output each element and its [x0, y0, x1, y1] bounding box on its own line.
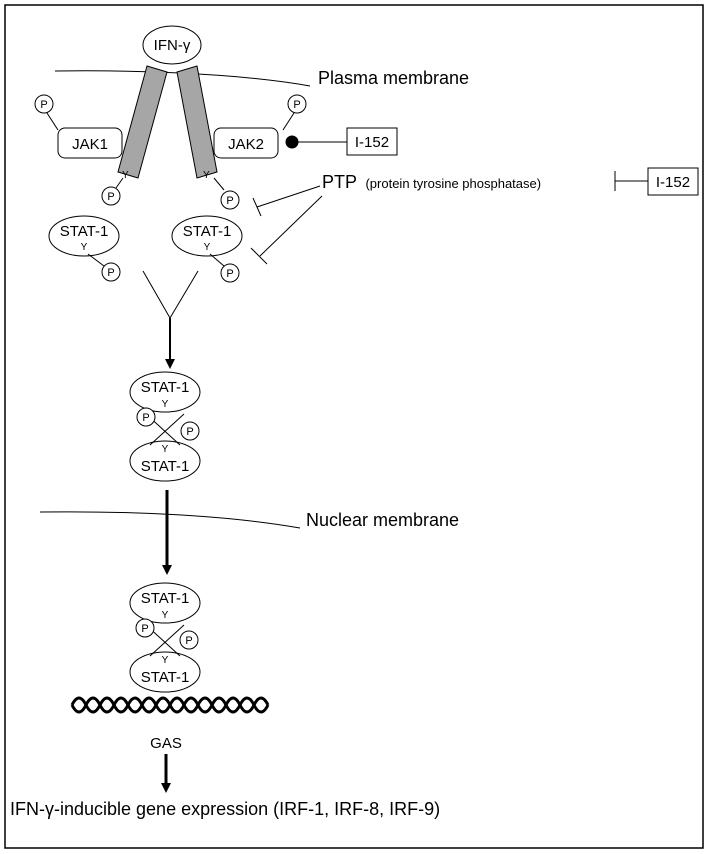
phospho-dimer-top-left	[136, 407, 156, 427]
figure-border	[4, 4, 704, 849]
ptp-full-name: (protein tyrosine phosphatase)	[365, 176, 541, 191]
phospho-receptor-left-label: P	[107, 191, 114, 203]
stat1-monomer-right	[171, 215, 243, 257]
phospho-jak2	[287, 94, 307, 114]
receptor-right-phospho-link	[213, 177, 225, 191]
converge-line-left	[142, 270, 171, 319]
ptp-abbreviation: PTP	[322, 172, 357, 192]
tyrosine-receptor-right: Y	[203, 170, 210, 181]
ptp-inhibit-bar-lower	[250, 247, 268, 265]
dimer-top-cross-b	[149, 413, 185, 446]
receptor-left-phospho-link	[115, 177, 124, 189]
stat1-dimer-nuclear-lower-label: STAT-1	[141, 669, 190, 686]
converge-line-right	[169, 270, 199, 319]
jak2-label: JAK2	[228, 136, 264, 153]
ptp-label: PTP (protein tyrosine phosphatase)	[322, 172, 541, 192]
jak2-box	[213, 127, 279, 159]
jak1-phospho-link	[46, 112, 59, 131]
stat1-dimer-nuclear-upper-label: STAT-1	[141, 590, 190, 607]
receptor-chain-right	[176, 65, 218, 179]
i152-label-right: I-152	[656, 174, 690, 191]
stat1-monomer-left-label: STAT-1	[60, 223, 109, 240]
stat1-monomer-left-tyrosine: Y	[81, 242, 88, 253]
phospho-stat1-right-label: P	[226, 268, 233, 280]
phospho-receptor-left	[101, 186, 121, 206]
stat1-dimer-top-lower-label: STAT-1	[141, 458, 190, 475]
stat1-dimer-nuclear-upper-tyrosine: Y	[162, 610, 169, 621]
phospho-dimer-top-right-label: P	[186, 426, 193, 438]
stat1-monomer-right-tyrosine: Y	[204, 242, 211, 253]
stat1-dimer-nuclear-upper	[129, 582, 201, 624]
jak1-box	[57, 127, 123, 159]
stat1-dimer-top-upper-tyrosine: Y	[162, 399, 169, 410]
tyrosine-receptor-left: Y	[122, 170, 129, 181]
stat1-dimer-nuclear-lower	[129, 651, 201, 693]
stat1-right-phospho-link	[209, 253, 225, 267]
stat1-left-phospho-link	[87, 253, 105, 267]
stat1-dimer-top-upper	[129, 371, 201, 413]
phospho-dimer-top-left-label: P	[142, 412, 149, 424]
stat1-dimer-nuclear-lower-tyrosine: Y	[162, 655, 169, 666]
ptp-inhibit-bar-upper	[252, 197, 262, 217]
stat1-monomer-right-label: STAT-1	[183, 223, 232, 240]
phospho-stat1-left	[101, 262, 121, 282]
dna-strand-b	[70, 696, 270, 714]
phospho-jak1-label: P	[40, 99, 47, 111]
phospho-dimer-nuclear-right	[179, 630, 199, 650]
phospho-dimer-nuclear-left	[135, 618, 155, 638]
dna-helix-gas	[70, 696, 270, 714]
gas-label: GAS	[150, 735, 182, 752]
ptp-inhibit-line-lower	[259, 195, 323, 257]
nuclear-membrane-line	[39, 511, 301, 529]
jak2-inhibition-dot	[285, 135, 299, 149]
phospho-stat1-left-label: P	[107, 267, 114, 279]
receptor-chain-left	[117, 65, 168, 179]
nuclear-membrane-label: Nuclear membrane	[306, 510, 459, 530]
phospho-stat1-right	[220, 263, 240, 283]
i152-label-top: I-152	[355, 134, 389, 151]
stat1-dimer-top-lower-tyrosine: Y	[162, 444, 169, 455]
dimer-nuclear-cross-b	[149, 624, 185, 657]
phospho-dimer-top-right	[180, 421, 200, 441]
ifn-gamma-label: IFN-γ	[154, 37, 191, 54]
plasma-membrane-label: Plasma membrane	[318, 68, 469, 88]
jak1-label: JAK1	[72, 136, 108, 153]
phospho-jak2-label: P	[293, 99, 300, 111]
phospho-receptor-right	[220, 190, 240, 210]
stat1-monomer-left	[48, 215, 120, 257]
gene-expression-label: IFN-γ-inducible gene expression (IRF-1, …	[10, 799, 440, 819]
phospho-dimer-nuclear-left-label: P	[141, 623, 148, 635]
jak2-phospho-link	[282, 112, 295, 131]
i152-box-top	[346, 127, 398, 156]
stat1-dimer-top-lower	[129, 440, 201, 482]
ifn-gamma-ligand	[142, 25, 202, 65]
phospho-receptor-right-label: P	[226, 195, 233, 207]
i152-box-right	[647, 167, 699, 196]
phospho-dimer-nuclear-right-label: P	[185, 635, 192, 647]
stat1-dimer-top-upper-label: STAT-1	[141, 379, 190, 396]
ptp-inhibit-line-upper	[256, 185, 321, 208]
phospho-jak1	[34, 94, 54, 114]
